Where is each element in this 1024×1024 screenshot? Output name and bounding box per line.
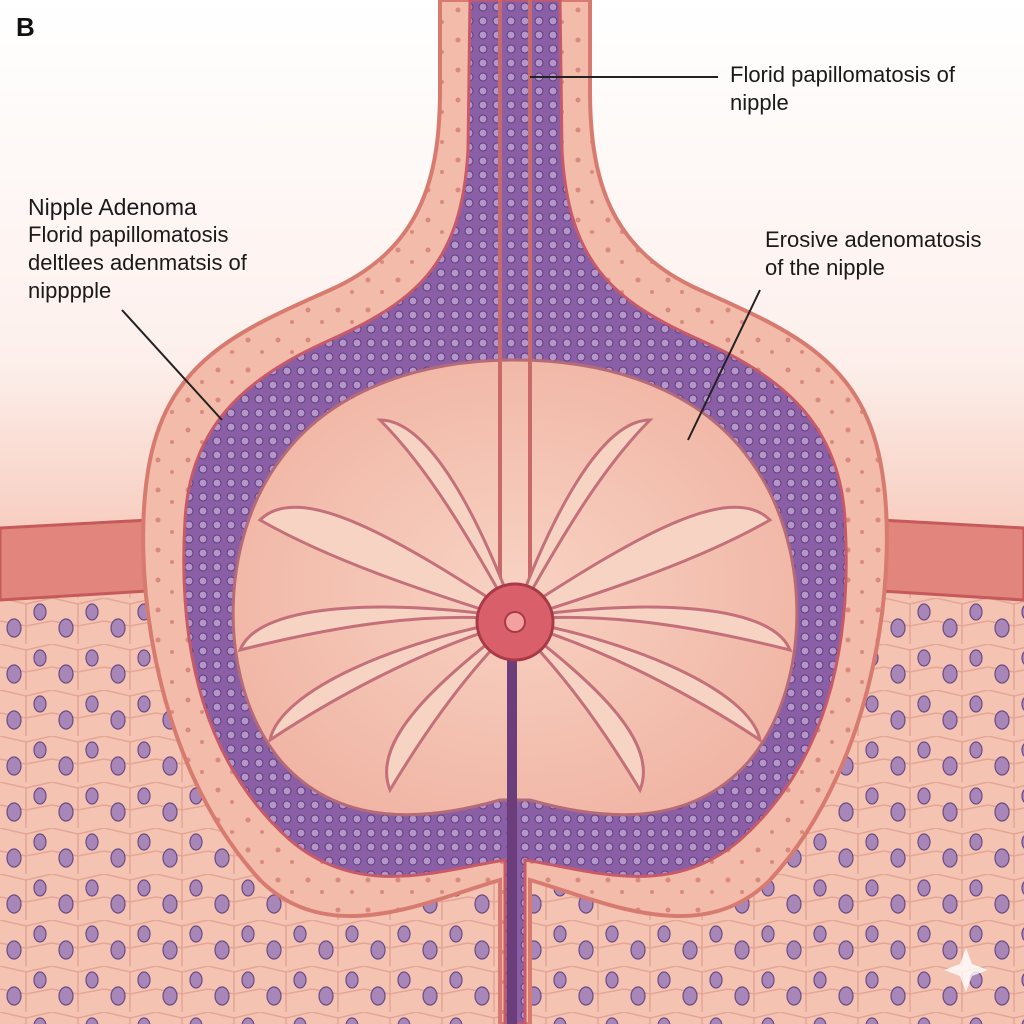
label-erosive-adenomatosis: Erosive adenomatosis of the nipple	[765, 226, 981, 282]
label-left-line-1: Nipple Adenoma	[28, 194, 197, 220]
leader-line-right	[687, 289, 761, 441]
papillary-fronds	[237, 418, 793, 794]
label-nipple-adenoma: Nipple Adenoma Florid papillomatosis del…	[28, 193, 247, 305]
label-florid-papillomatosis: Florid papillomatosis of nipple	[730, 61, 955, 117]
leader-line-left	[121, 309, 223, 421]
label-left-line-2: Florid papillomatosis	[28, 222, 229, 247]
skin-band-left	[0, 518, 167, 602]
label-left-line-3: deltlees adenmatsis of	[28, 250, 247, 275]
rosette-core	[504, 611, 526, 633]
sparkle-icon	[944, 948, 988, 992]
label-top-right-line-1: Florid papillomatosis of	[730, 62, 955, 87]
label-top-right-line-2: nipple	[730, 90, 789, 115]
central-duct	[498, 0, 532, 600]
label-left-line-4: nipppple	[28, 278, 112, 303]
label-right-line-2: of the nipple	[765, 255, 885, 280]
panel-letter: B	[16, 12, 35, 42]
skin-band-right	[863, 518, 1024, 602]
label-right-line-1: Erosive adenomatosis	[765, 227, 982, 252]
